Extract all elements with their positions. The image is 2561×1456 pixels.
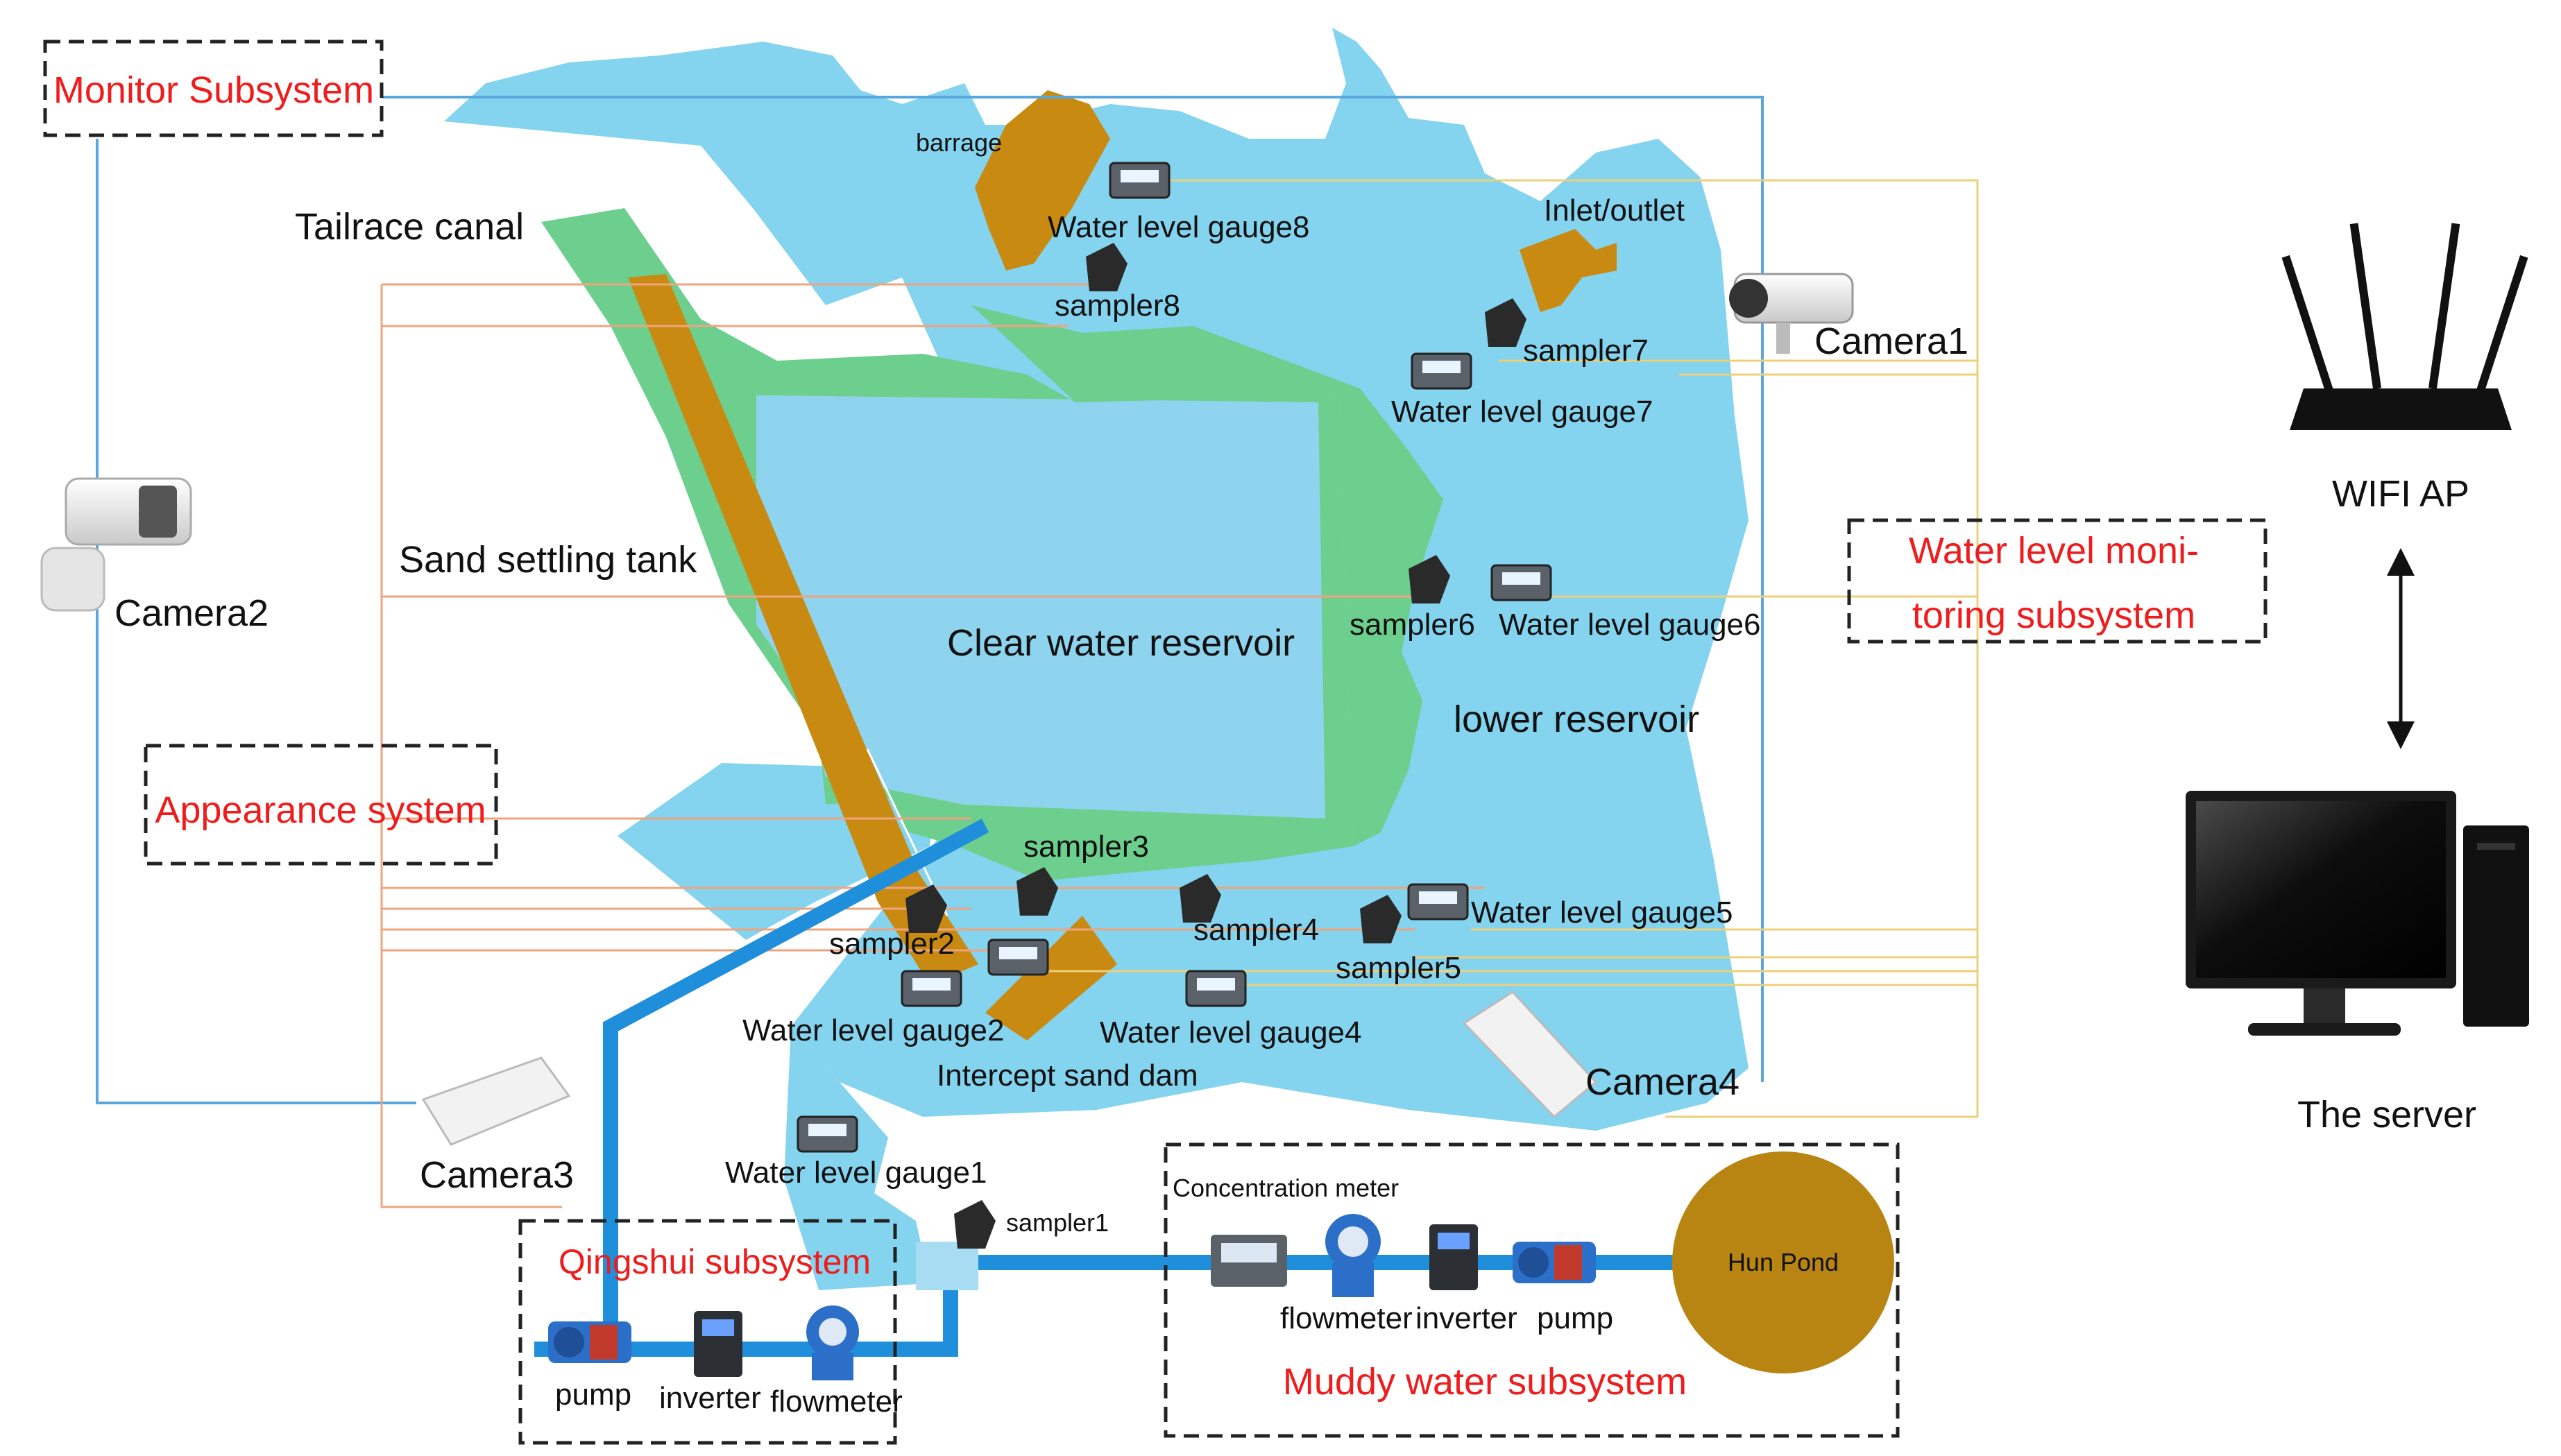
gauge2-label: Water level gauge2 [742, 1013, 1004, 1047]
green-bank-east [971, 305, 1443, 846]
monitor-subsystem-label: Monitor Subsystem [53, 69, 374, 111]
water-level-label-1: Water level moni- [1909, 530, 2199, 572]
hun-pond-label: Hun Pond [1728, 1248, 1839, 1276]
sampler-icon [905, 884, 947, 933]
qingshui-subsystem-box [518, 1219, 897, 1445]
sampler1-label: sampler1 [1006, 1208, 1109, 1237]
muddy-pump-label: pump [1537, 1301, 1613, 1335]
qingshui-subsystem-label: Qingshui subsystem [559, 1242, 871, 1281]
gauge5-label: Water level gauge5 [1471, 896, 1733, 930]
camera1-label: Camera1 [1814, 320, 1968, 362]
qingshui-pipe [603, 819, 989, 1339]
sampler4-label: sampler4 [1193, 913, 1319, 947]
qingshui-pump-label: pump [555, 1378, 631, 1412]
server-computer-icon [2186, 791, 2529, 1036]
qingshui-inverter-icon [694, 1311, 742, 1377]
gauge8-label: Water level gauge8 [1048, 210, 1309, 244]
muddy-flowmeter-icon [1325, 1214, 1381, 1297]
qingshui-flowmeter-label: flowmeter [770, 1385, 903, 1419]
tailrace-canal-label: Tailrace canal [295, 206, 524, 248]
water-level-subsystem-box [1847, 518, 2268, 644]
camera1-icon [1729, 273, 1854, 354]
camera2-icon [40, 477, 192, 612]
clear-water-reservoir [756, 395, 1325, 819]
sampler-icon [1360, 895, 1402, 943]
wifi-router-icon [2281, 223, 2528, 430]
muddy-pump-icon [1513, 1242, 1596, 1283]
gauge-screens [808, 170, 1540, 1136]
camera4-icon [1462, 991, 1598, 1119]
monitor-subsystem-box [43, 40, 384, 137]
sampler7-label: sampler7 [1523, 334, 1649, 368]
sand-settling-tank [628, 274, 978, 985]
qingshui-inverter-label: inverter [659, 1381, 761, 1415]
green-embankment [541, 208, 1353, 881]
clear-water-reservoir-label: Clear water reservoir [947, 622, 1295, 664]
gauge7-label: Water level gauge7 [1391, 395, 1653, 429]
qingshui-flowmeter-icon [806, 1305, 859, 1380]
sampler2-label: sampler2 [829, 927, 955, 961]
barrage [975, 90, 1110, 271]
sampler6-label: sampler6 [1350, 608, 1475, 642]
pipe-junction [916, 1242, 978, 1290]
wifi-ap-label: WIFI AP [2332, 473, 2469, 515]
camera3-label: Camera3 [420, 1154, 574, 1196]
camera2-label: Camera2 [114, 592, 269, 634]
camera3-icon [421, 1056, 571, 1146]
sampler-icon [1016, 867, 1058, 916]
server-label: The server [2297, 1094, 2476, 1136]
sampler8-label: sampler8 [1055, 289, 1180, 323]
water-level-label-2: toring subsystem [1912, 594, 2195, 636]
muddy-water-subsystem-box [1164, 1142, 1900, 1438]
appearance-system-label: Appearance system [155, 789, 486, 831]
water-level-wires [1041, 179, 1979, 1118]
sampler5-label: sampler5 [1336, 951, 1461, 985]
double-arrow-icon [2387, 548, 2415, 749]
muddy-water-subsystem-label: Muddy water subsystem [1283, 1361, 1687, 1403]
sampler3-label: sampler3 [1023, 830, 1149, 864]
muddy-inverter-icon [1429, 1224, 1478, 1290]
camera4-label: Camera4 [1585, 1061, 1739, 1103]
gauge6-label: Water level gauge6 [1499, 608, 1760, 642]
sampler-icons [905, 243, 1526, 1249]
hun-pond [1672, 1151, 1894, 1373]
barrage-label: barrage [916, 128, 1002, 157]
lower-reservoir-label: lower reservoir [1454, 699, 1699, 740]
inlet-outlet-structure [1520, 229, 1617, 312]
gauge4-label: Water level gauge4 [1100, 1016, 1361, 1050]
sampler-icon [954, 1200, 996, 1249]
muddy-inverter-label: inverter [1415, 1301, 1517, 1335]
sand-settling-tank-label: Sand settling tank [399, 539, 697, 581]
qingshui-pump-icon [548, 1321, 631, 1363]
muddy-flowmeter-label: flowmeter [1280, 1301, 1413, 1335]
intercept-sand-dam-label: Intercept sand dam [937, 1059, 1198, 1093]
sampler-icon [1180, 874, 1221, 923]
sampler-icon [1485, 298, 1526, 347]
gauge1-label: Water level gauge1 [725, 1156, 987, 1190]
appearance-system-box [144, 744, 498, 866]
concentration-meter-icon [1211, 1235, 1287, 1287]
concentration-meter-label: Concentration meter [1173, 1174, 1399, 1202]
intercept-sand-dam [985, 916, 1117, 1040]
sampler-icon [1409, 555, 1450, 603]
sampler-icon [1086, 243, 1128, 291]
inlet-outlet-label: Inlet/outlet [1544, 194, 1685, 228]
